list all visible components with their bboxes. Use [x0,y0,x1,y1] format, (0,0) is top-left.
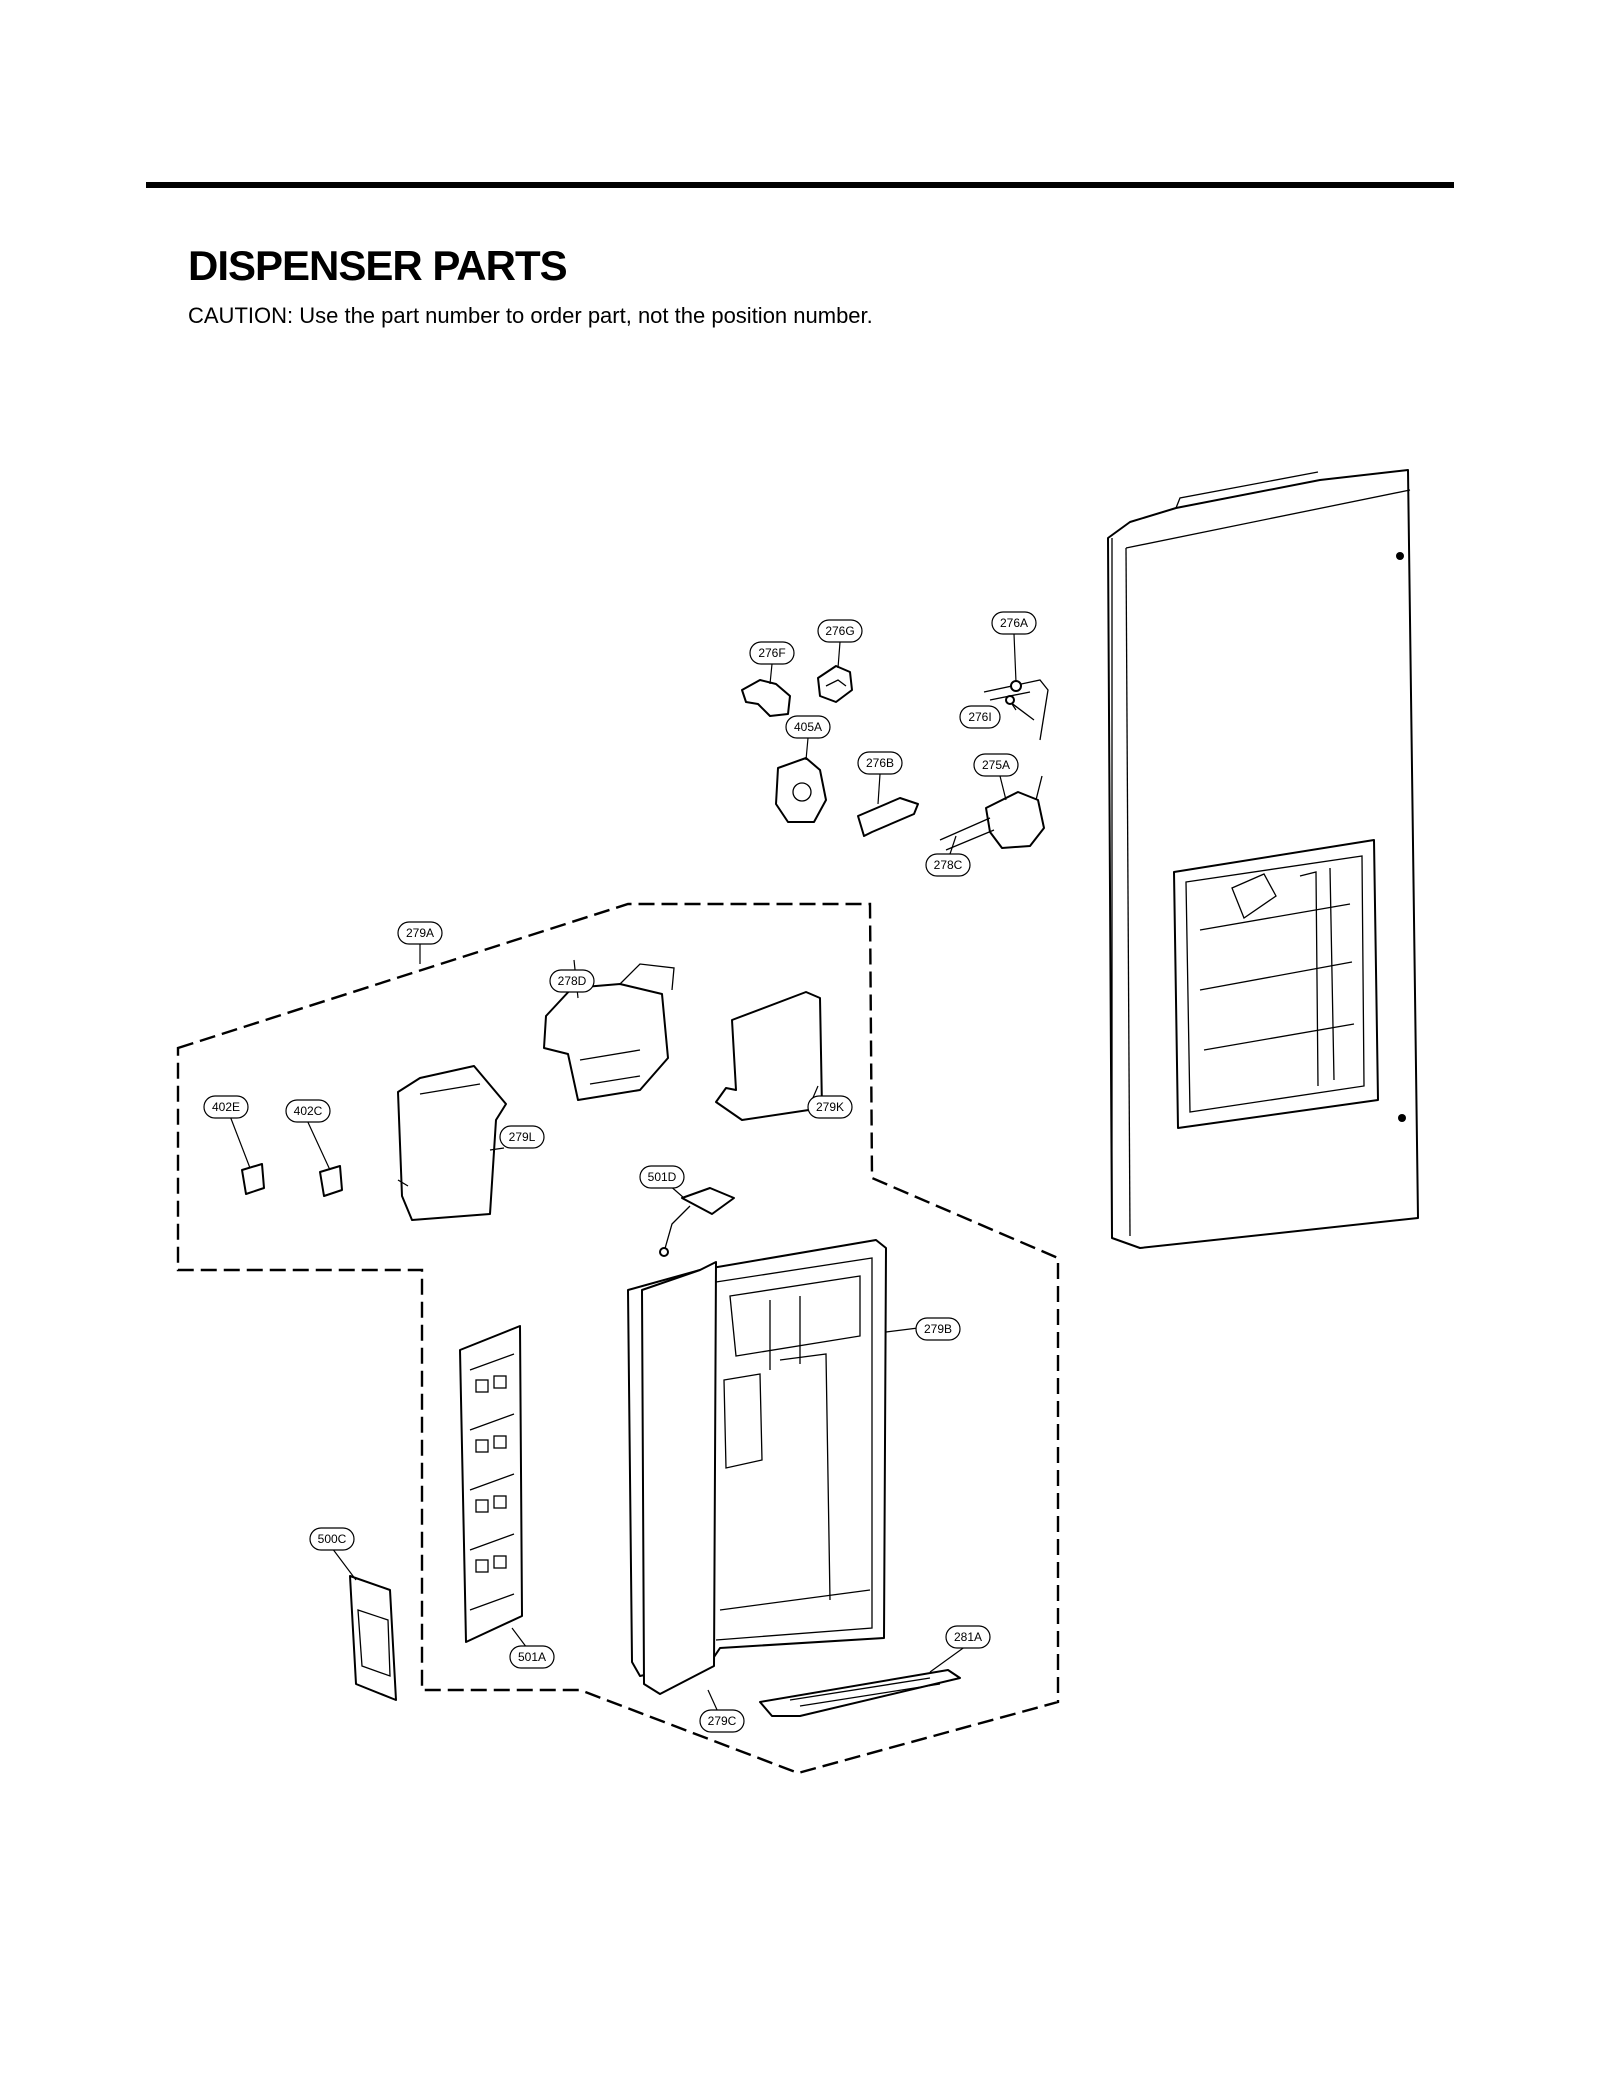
label-279A: 279A [397,921,443,945]
part-501D [659,1183,735,1257]
label-278D: 278D [549,969,595,993]
part-501A [459,1325,531,1653]
svg-text:281A: 281A [954,1630,982,1644]
svg-text:276G: 276G [825,624,854,638]
label-279L: 279L [499,1125,545,1149]
caution-note: CAUTION: Use the part number to order pa… [188,303,873,328]
svg-text:402E: 402E [212,1100,240,1114]
label-276F: 276F [749,641,795,665]
part-276F [741,663,791,717]
part-405A [775,737,827,823]
label-279K: 279K [807,1095,853,1119]
svg-text:279A: 279A [406,926,434,940]
part-279K [715,991,823,1121]
label-275A: 275A [973,753,1019,777]
page-title: DISPENSER PARTS [188,242,568,289]
part-281A [759,1645,967,1717]
part-275A [939,775,1045,855]
svg-text:278C: 278C [934,858,963,872]
part-276B [857,773,919,837]
svg-text:278D: 278D [558,974,587,988]
label-501A: 501A [509,1645,555,1669]
part-402E [229,1115,265,1195]
svg-text:500C: 500C [318,1532,347,1546]
svg-text:276F: 276F [758,646,785,660]
refrigerator-door [1107,469,1419,1249]
svg-text:279K: 279K [816,1100,844,1114]
svg-text:276I: 276I [968,710,991,724]
label-278C: 278C [925,853,971,877]
svg-text:402C: 402C [294,1104,323,1118]
svg-text:501A: 501A [518,1650,546,1664]
part-276G [817,641,853,703]
assembly-boundary [176,902,1060,1775]
svg-text:279C: 279C [708,1714,737,1728]
label-279C: 279C [699,1709,745,1733]
label-501D: 501D [639,1165,685,1189]
label-276G: 276G [817,619,863,643]
label-402C: 402C [285,1099,331,1123]
part-279B [627,1239,919,1695]
part-279L [397,1065,507,1221]
label-276B: 276B [857,751,903,775]
label-276I: 276I [959,705,1001,729]
svg-text:501D: 501D [648,1170,677,1184]
part-276A [983,633,1049,741]
svg-text:276B: 276B [866,756,894,770]
label-405A: 405A [785,715,831,739]
label-276A: 276A [991,611,1037,635]
leader-279C [707,1689,719,1713]
svg-text:276A: 276A [1000,616,1028,630]
part-500C [331,1547,397,1701]
label-402E: 402E [203,1095,249,1119]
part-278D [543,959,675,1101]
svg-text:279B: 279B [924,1322,952,1336]
label-281A: 281A [945,1625,991,1649]
label-279B: 279B [915,1317,961,1341]
svg-text:279L: 279L [509,1130,536,1144]
part-402C [305,1117,343,1197]
header-rule [146,182,1454,188]
svg-text:275A: 275A [982,758,1010,772]
svg-text:405A: 405A [794,720,822,734]
label-500C: 500C [309,1527,355,1551]
